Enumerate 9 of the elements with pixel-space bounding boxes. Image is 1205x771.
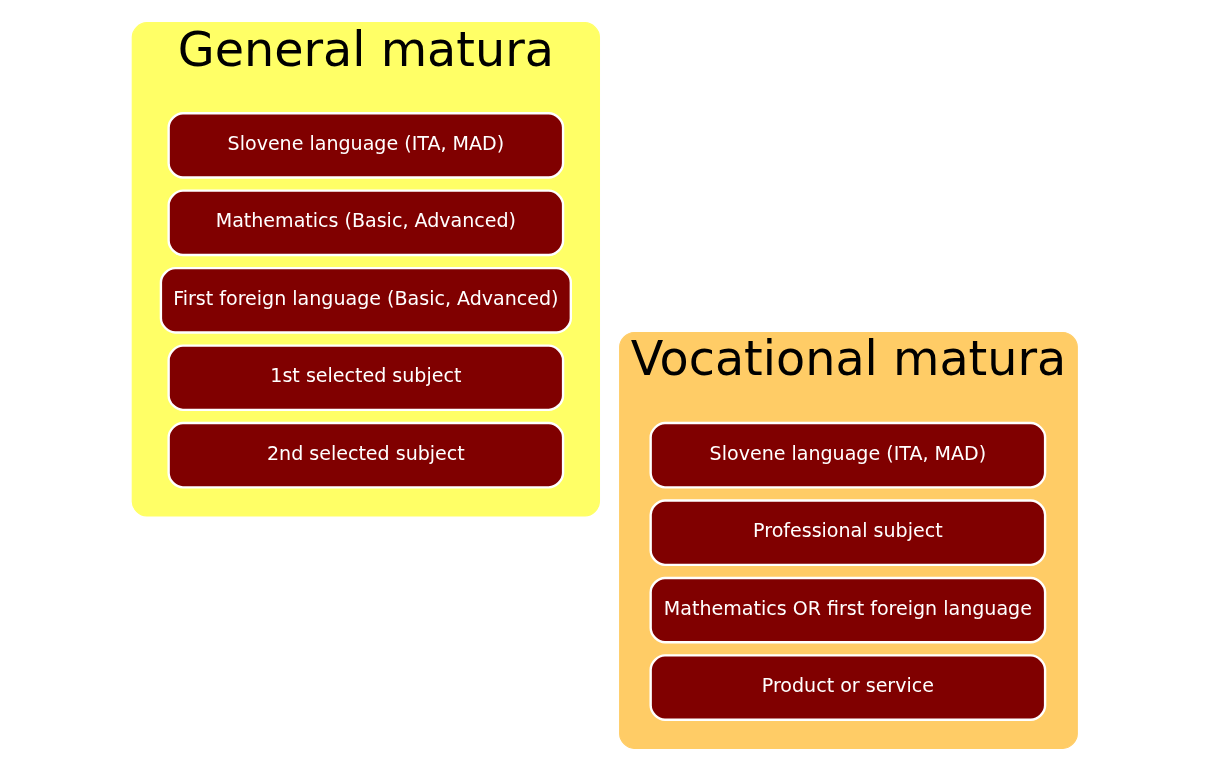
node-box: 2nd selected subject: [166, 421, 564, 489]
node-box: First foreign language (Basic, Advanced): [159, 266, 572, 334]
node-box: Product or service: [648, 654, 1046, 721]
node-box: Mathematics OR first foreign language: [648, 576, 1046, 644]
node-box: 1st selected subject: [166, 344, 564, 412]
node-box: Slovene language (ITA, MAD): [648, 421, 1046, 489]
node-box: Mathematics (Basic, Advanced): [166, 189, 564, 257]
node-box: Professional subject: [648, 499, 1046, 567]
node-box: Slovene language (ITA, MAD): [166, 112, 564, 179]
